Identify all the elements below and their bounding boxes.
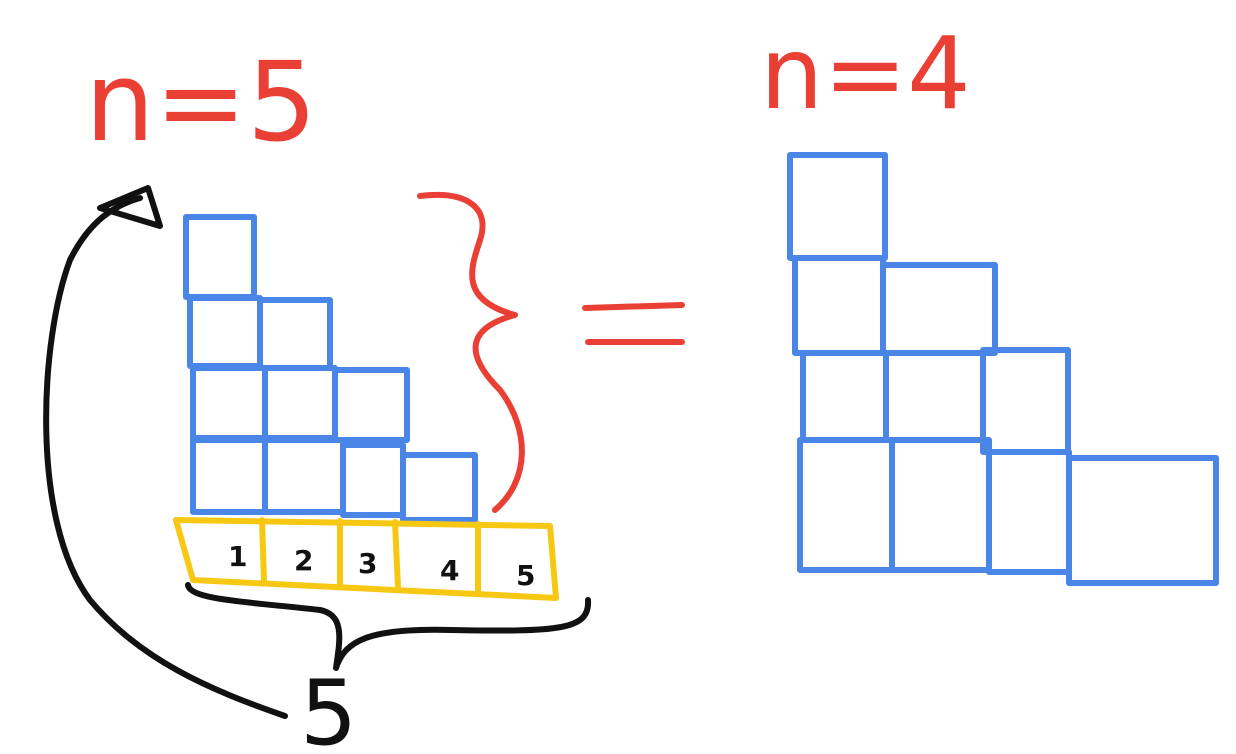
- right-staircase-row-2: [792, 255, 998, 356]
- count-label: 5: [300, 661, 357, 754]
- base-cell-label: 1: [228, 540, 247, 573]
- base-cell-label: 3: [358, 547, 377, 580]
- base-cell-label: 2: [294, 544, 313, 577]
- base-cell-label: 4: [440, 554, 459, 587]
- base-row-divider: [259, 517, 267, 583]
- red-curly-brace: [417, 191, 525, 513]
- left-staircase-row-4: [190, 437, 478, 523]
- right-staircase-row-4: [797, 437, 1219, 586]
- right-staircase-row-1: [787, 152, 888, 261]
- right-staircase: [787, 152, 1219, 586]
- right-staircase-row-3: [800, 347, 1071, 455]
- equals-sign: [582, 302, 685, 345]
- base-row-divider: [392, 519, 401, 591]
- base-row: 1 2 3 4 5: [173, 517, 559, 601]
- curved-arrow: [43, 195, 288, 719]
- left-n-label: n=5: [85, 38, 317, 166]
- right-n-label: n=4: [760, 15, 971, 132]
- arrow-head-icon: [97, 185, 163, 229]
- black-underbrace: [185, 582, 592, 671]
- left-staircase-row-3: [190, 365, 410, 443]
- base-cell-label: 5: [516, 559, 535, 592]
- left-staircase-row-2: [187, 295, 333, 371]
- left-staircase: [183, 214, 478, 523]
- left-staircase-row-1: [183, 214, 257, 300]
- base-row-outline: [173, 517, 559, 601]
